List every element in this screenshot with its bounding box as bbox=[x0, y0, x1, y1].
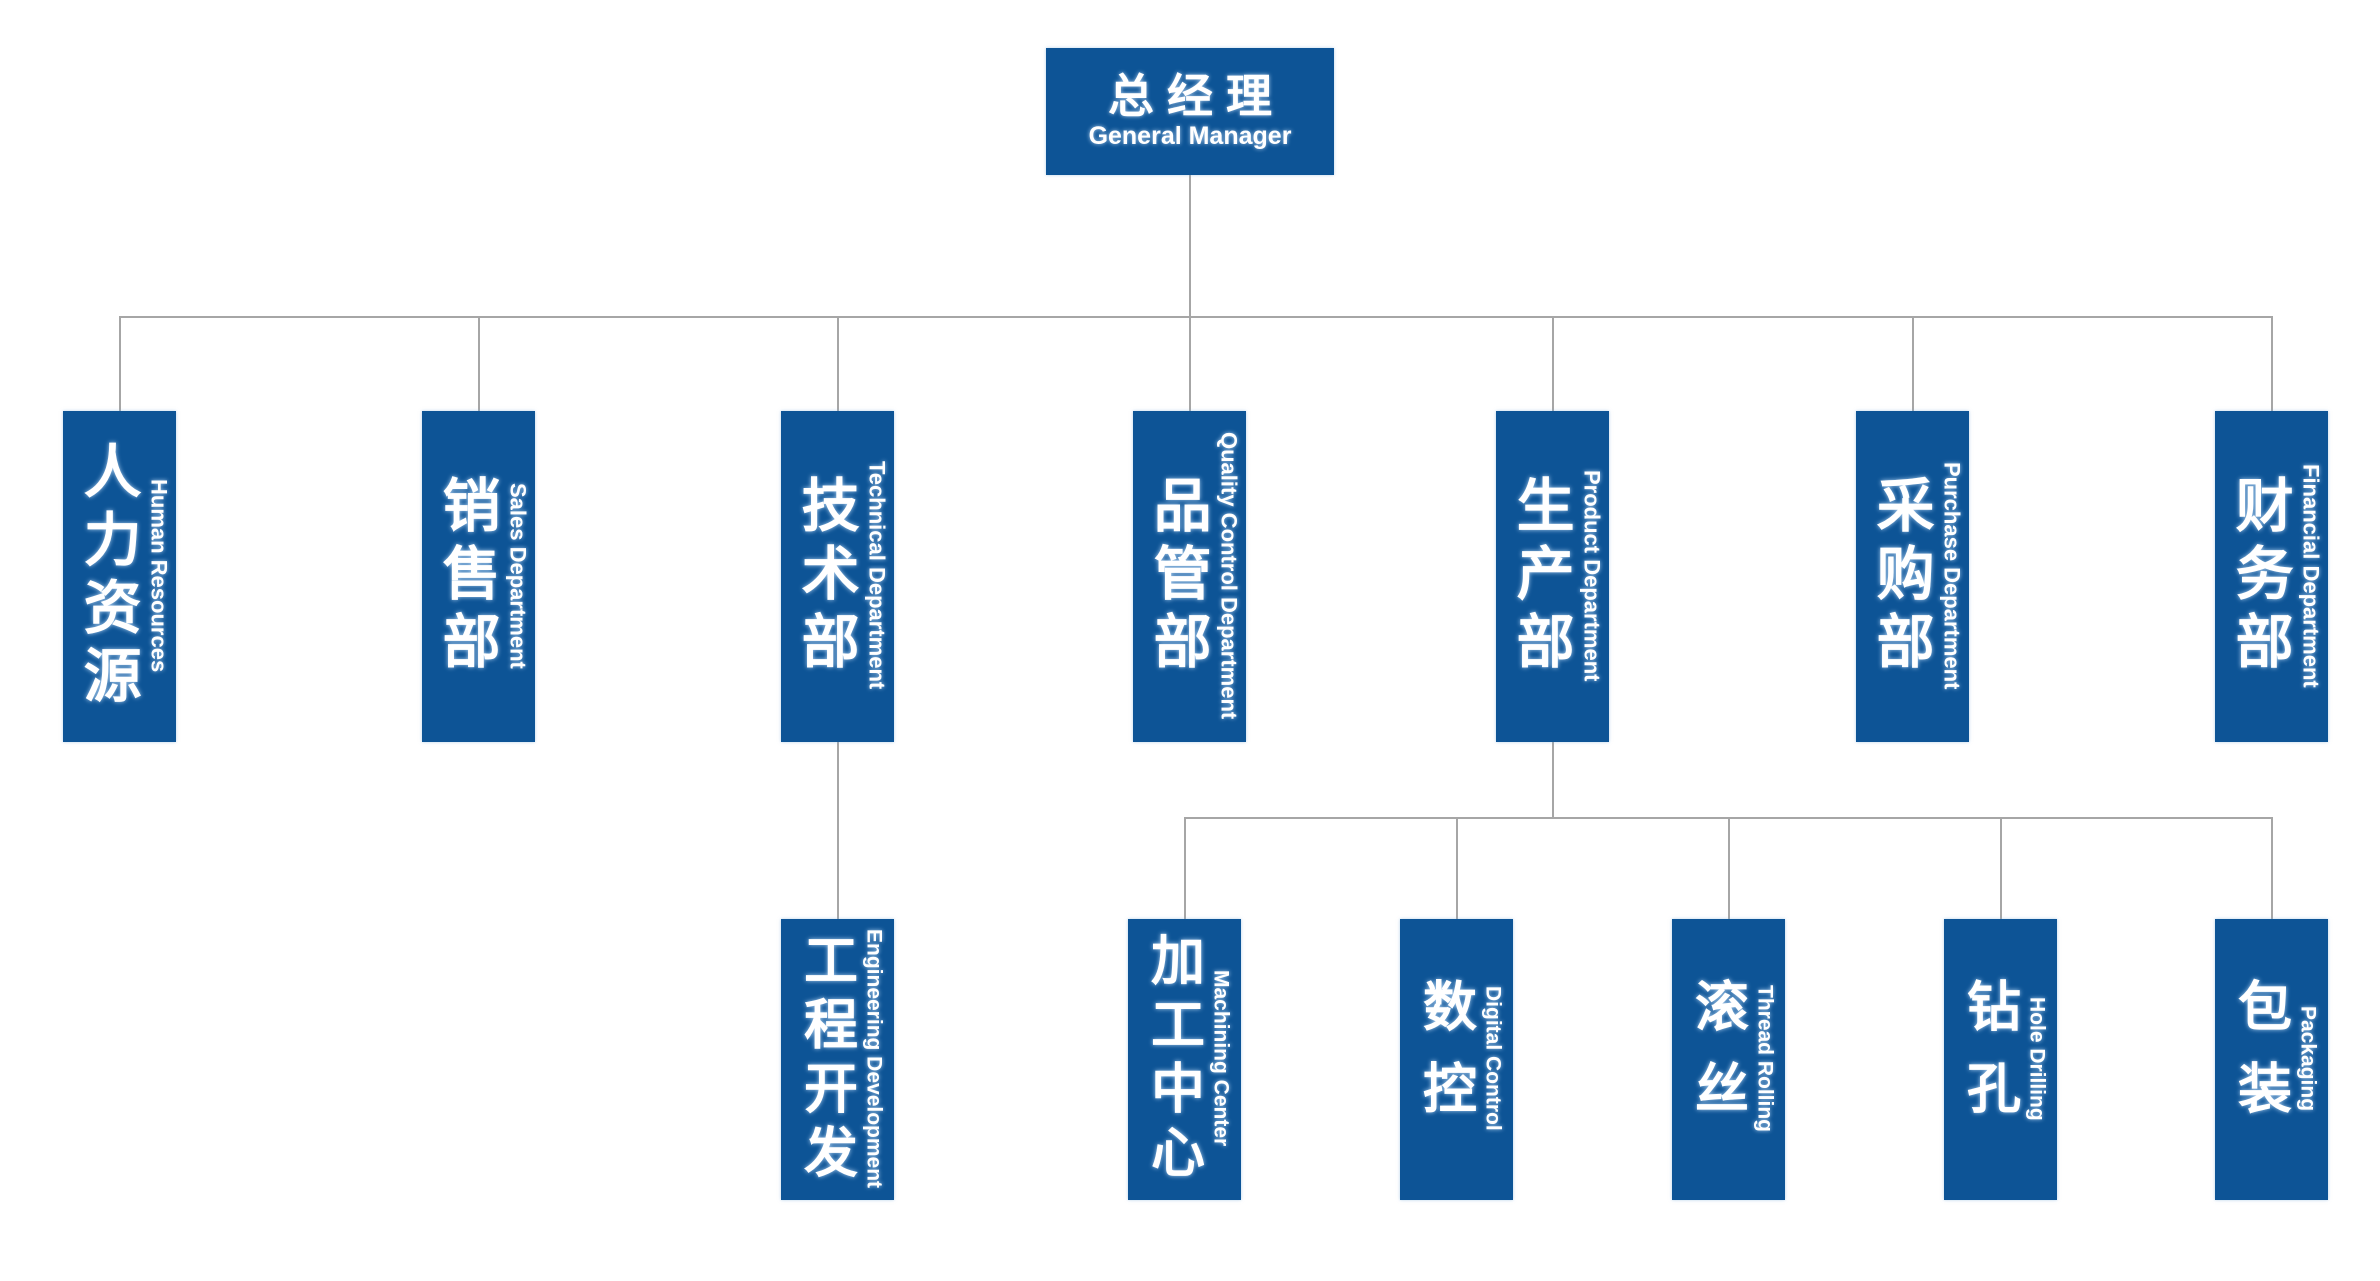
connector-root-stem bbox=[1189, 175, 1191, 317]
node-label-cn: 数控 bbox=[1414, 977, 1475, 1142]
connector-drop-packaging bbox=[2271, 817, 2273, 919]
node-human-resources[interactable]: 人力资源 Human Resources bbox=[63, 411, 176, 742]
node-label-cn: 总经理 bbox=[1108, 69, 1285, 122]
node-label-en: Digital Control bbox=[1481, 986, 1505, 1131]
node-packaging[interactable]: 包装 Packaging bbox=[2215, 919, 2328, 1200]
node-technical-department[interactable]: 技术部 Technical Department bbox=[781, 411, 894, 742]
node-financial-department[interactable]: 财务部 Financial Department bbox=[2215, 411, 2328, 742]
node-label-en: General Manager bbox=[1088, 122, 1292, 151]
node-label-cn: 人力资源 bbox=[74, 440, 140, 713]
connector-technical-to-engineering bbox=[837, 742, 839, 919]
node-label-en: Machining Center bbox=[1209, 970, 1233, 1147]
node-label-cn: 工程开发 bbox=[795, 931, 856, 1188]
node-label-en: Packaging bbox=[2296, 1005, 2320, 1112]
node-label-en: Sales Department bbox=[505, 482, 531, 669]
node-label-cn: 销售部 bbox=[433, 474, 499, 679]
connector-drop-digital bbox=[1456, 817, 1458, 919]
node-hole-drilling[interactable]: 钻孔 Hole Drilling bbox=[1944, 919, 2057, 1200]
node-general-manager[interactable]: 总经理 General Manager bbox=[1046, 48, 1334, 175]
node-sales-department[interactable]: 销售部 Sales Department bbox=[422, 411, 535, 742]
node-label-en: Human Resources bbox=[146, 478, 172, 673]
node-label-en: Financial Department bbox=[2298, 463, 2324, 688]
node-label-cn: 采购部 bbox=[1867, 474, 1933, 679]
node-label-en: Engineering Development bbox=[862, 928, 886, 1189]
connector-drop-production bbox=[1552, 316, 1554, 412]
connector-drop-financial bbox=[2271, 316, 2273, 412]
node-machining-center[interactable]: 加工中心 Machining Center bbox=[1128, 919, 1241, 1200]
node-label-en: Purchase Department bbox=[1939, 461, 1965, 690]
node-purchase-department[interactable]: 采购部 Purchase Department bbox=[1856, 411, 1969, 742]
connector-level2-bus bbox=[119, 316, 2272, 318]
connector-drop-sales bbox=[478, 316, 480, 412]
node-label-cn: 技术部 bbox=[792, 474, 858, 679]
node-digital-control[interactable]: 数控 Digital Control bbox=[1400, 919, 1513, 1200]
node-label-en: Hole Drilling bbox=[2025, 996, 2049, 1121]
node-label-cn: 滚丝 bbox=[1686, 977, 1747, 1142]
node-label-cn: 生产部 bbox=[1507, 474, 1573, 679]
connector-drop-quality bbox=[1189, 316, 1191, 412]
connector-drop-hr bbox=[119, 316, 121, 412]
node-label-cn: 加工中心 bbox=[1142, 931, 1203, 1188]
node-engineering-development[interactable]: 工程开发 Engineering Development bbox=[781, 919, 894, 1200]
node-label-en: Product Department bbox=[1579, 469, 1605, 682]
node-label-en: Technical Department bbox=[864, 461, 890, 690]
connector-drop-drilling bbox=[2000, 817, 2002, 919]
node-label-en: Thread Rolling bbox=[1753, 985, 1777, 1132]
node-label-cn: 钻孔 bbox=[1958, 977, 2019, 1142]
node-label-cn: 财务部 bbox=[2226, 474, 2292, 679]
node-label-cn: 包装 bbox=[2229, 977, 2290, 1142]
connector-drop-machining bbox=[1184, 817, 1186, 919]
connector-production-stem bbox=[1552, 742, 1554, 818]
node-label-en: Quality Control Department bbox=[1216, 431, 1242, 720]
node-label-cn: 品管部 bbox=[1144, 474, 1210, 679]
node-product-department[interactable]: 生产部 Product Department bbox=[1496, 411, 1609, 742]
node-quality-control-department[interactable]: 品管部 Quality Control Department bbox=[1133, 411, 1246, 742]
connector-drop-purchase bbox=[1912, 316, 1914, 412]
node-thread-rolling[interactable]: 滚丝 Thread Rolling bbox=[1672, 919, 1785, 1200]
connector-drop-technical bbox=[837, 316, 839, 412]
connector-drop-thread bbox=[1728, 817, 1730, 919]
